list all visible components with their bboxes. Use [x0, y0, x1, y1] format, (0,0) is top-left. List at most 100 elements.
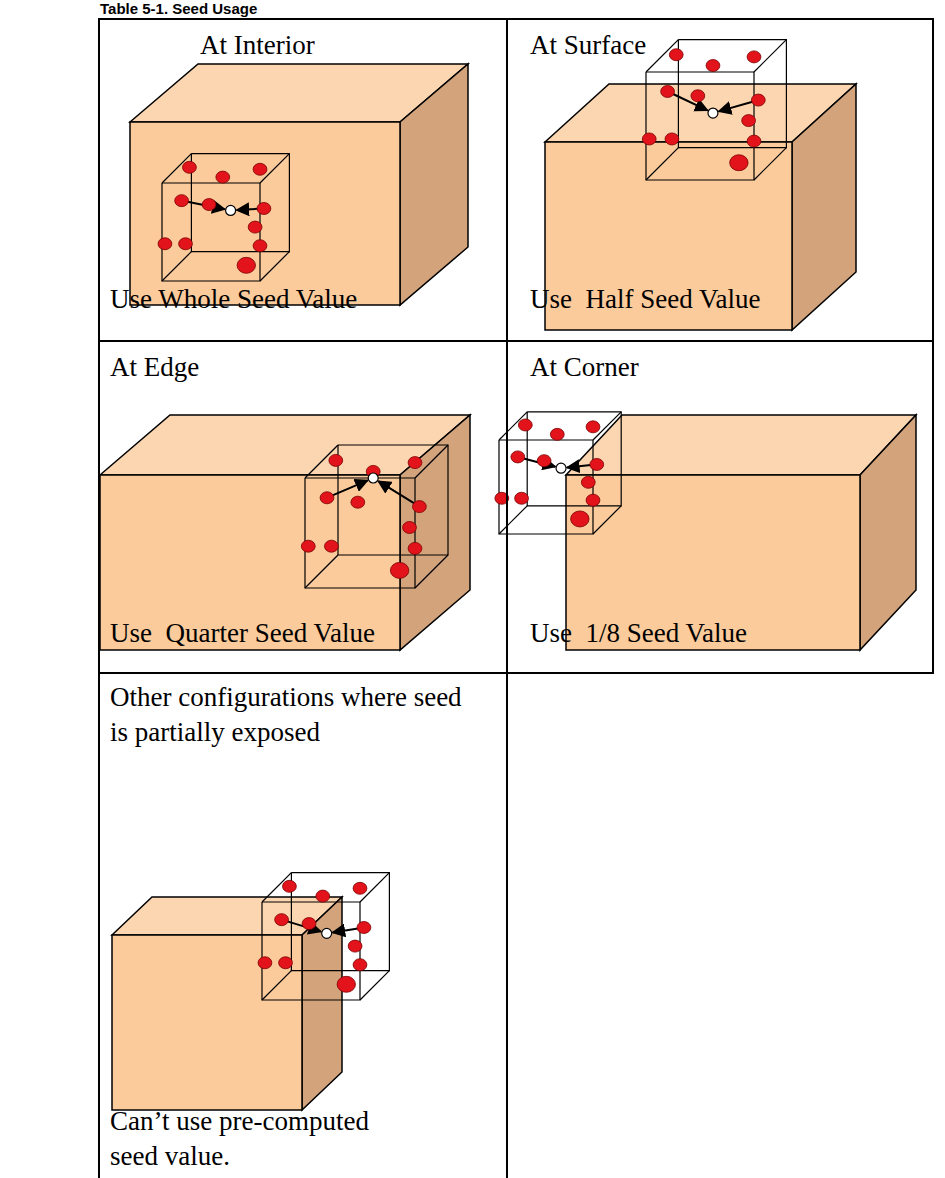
- cube-edge: [191, 154, 289, 252]
- seed-point: [515, 492, 529, 504]
- cube-edge: [338, 445, 448, 555]
- cube-edge: [260, 252, 289, 281]
- seed-point: [571, 511, 589, 527]
- seed-point: [302, 918, 316, 930]
- seed-point: [301, 540, 315, 552]
- influence-arrow: [378, 481, 414, 503]
- seed-point: [550, 428, 564, 440]
- influence-arrow: [333, 928, 358, 932]
- seed-point: [202, 199, 216, 211]
- cube-edge: [499, 440, 593, 534]
- seed-point: [537, 455, 551, 467]
- seed-point: [511, 451, 525, 463]
- seed-point: [408, 457, 422, 469]
- seed-point: [669, 49, 683, 61]
- cube-edge: [754, 148, 786, 180]
- seed-point: [357, 921, 371, 933]
- seed-point: [665, 133, 679, 145]
- seed-cube: [495, 412, 621, 534]
- solid-block: [130, 64, 468, 305]
- block-side: [860, 415, 916, 650]
- cell-caption: Can’t use pre-computed seed value.: [110, 1104, 410, 1174]
- seed-point: [329, 454, 343, 466]
- block-top: [566, 415, 916, 475]
- cell-heading: At Corner: [530, 350, 639, 385]
- block-side: [792, 84, 856, 330]
- cube-edge: [646, 72, 754, 180]
- table-title: Table 5-1. Seed Usage: [100, 0, 257, 17]
- cube-edge: [360, 971, 389, 1000]
- seed-point: [730, 155, 748, 171]
- seed-point: [275, 914, 289, 926]
- cell-heading: At Surface: [530, 28, 646, 63]
- cube-edge: [415, 555, 448, 588]
- seed-point: [257, 202, 271, 214]
- cube-edge: [646, 148, 678, 180]
- cell-caption: Use Quarter Seed Value: [110, 616, 375, 651]
- seed-point: [337, 976, 355, 992]
- block-side: [400, 415, 470, 650]
- seed-point: [586, 421, 600, 433]
- cube-edge: [593, 506, 621, 534]
- block-side: [400, 64, 468, 305]
- sample-point: [322, 928, 332, 938]
- table-cell: At CornerUse 1/8 Seed Value: [506, 340, 934, 674]
- seed-point: [348, 940, 362, 952]
- cube-edge: [291, 873, 389, 971]
- cube-edge: [305, 555, 338, 588]
- seed-point: [590, 458, 604, 470]
- seed-point: [237, 257, 255, 273]
- block-top: [112, 897, 342, 935]
- seed-point: [179, 238, 193, 250]
- cell-caption: Use Half Seed Value: [530, 282, 760, 317]
- sample-point: [708, 108, 718, 118]
- table-cell: Other configurations where seed is parti…: [98, 672, 508, 1178]
- solid-block: [112, 897, 342, 1110]
- seed-point: [747, 51, 761, 63]
- seed-point: [581, 476, 595, 488]
- cube-edge: [305, 478, 415, 588]
- seed-point: [747, 135, 761, 147]
- cell-heading: At Edge: [110, 350, 199, 385]
- seed-point: [742, 115, 756, 127]
- seed-point: [158, 238, 172, 250]
- seed-point: [390, 562, 408, 578]
- seed-point: [706, 60, 720, 72]
- seed-point: [353, 882, 367, 894]
- seed-point: [751, 94, 765, 106]
- seed-point: [183, 161, 197, 173]
- cube-edge: [527, 412, 621, 506]
- block-front: [130, 122, 400, 305]
- seed-point: [642, 133, 656, 145]
- seed-point: [586, 494, 600, 506]
- seed-point: [253, 163, 267, 175]
- seed-point: [413, 501, 427, 513]
- seed-point: [320, 492, 334, 504]
- cube-edge: [262, 971, 291, 1000]
- sample-point: [226, 205, 236, 215]
- cube-edge: [262, 902, 360, 1000]
- seed-point: [216, 171, 230, 183]
- seed-cube: [158, 154, 289, 281]
- table-cell: At EdgeUse Quarter Seed Value: [98, 340, 508, 674]
- cube-edge: [499, 506, 527, 534]
- cell-heading: At Interior: [200, 28, 315, 63]
- seed-cube: [642, 40, 786, 180]
- influence-arrow: [237, 209, 258, 210]
- sample-point: [368, 473, 378, 483]
- seed-cube: [258, 873, 389, 1000]
- seed-point: [691, 90, 705, 102]
- table-cell: At SurfaceUse Half Seed Value: [506, 18, 934, 342]
- seed-point: [248, 221, 262, 233]
- block-side: [302, 897, 342, 1110]
- solid-block: [566, 415, 916, 650]
- seed-point: [258, 957, 272, 969]
- seed-cube: [301, 445, 448, 588]
- seed-point: [325, 540, 339, 552]
- seed-point: [279, 957, 293, 969]
- seed-point: [408, 542, 422, 554]
- table-cell: At InteriorUse Whole Seed Value: [98, 18, 508, 342]
- block-front: [112, 935, 302, 1110]
